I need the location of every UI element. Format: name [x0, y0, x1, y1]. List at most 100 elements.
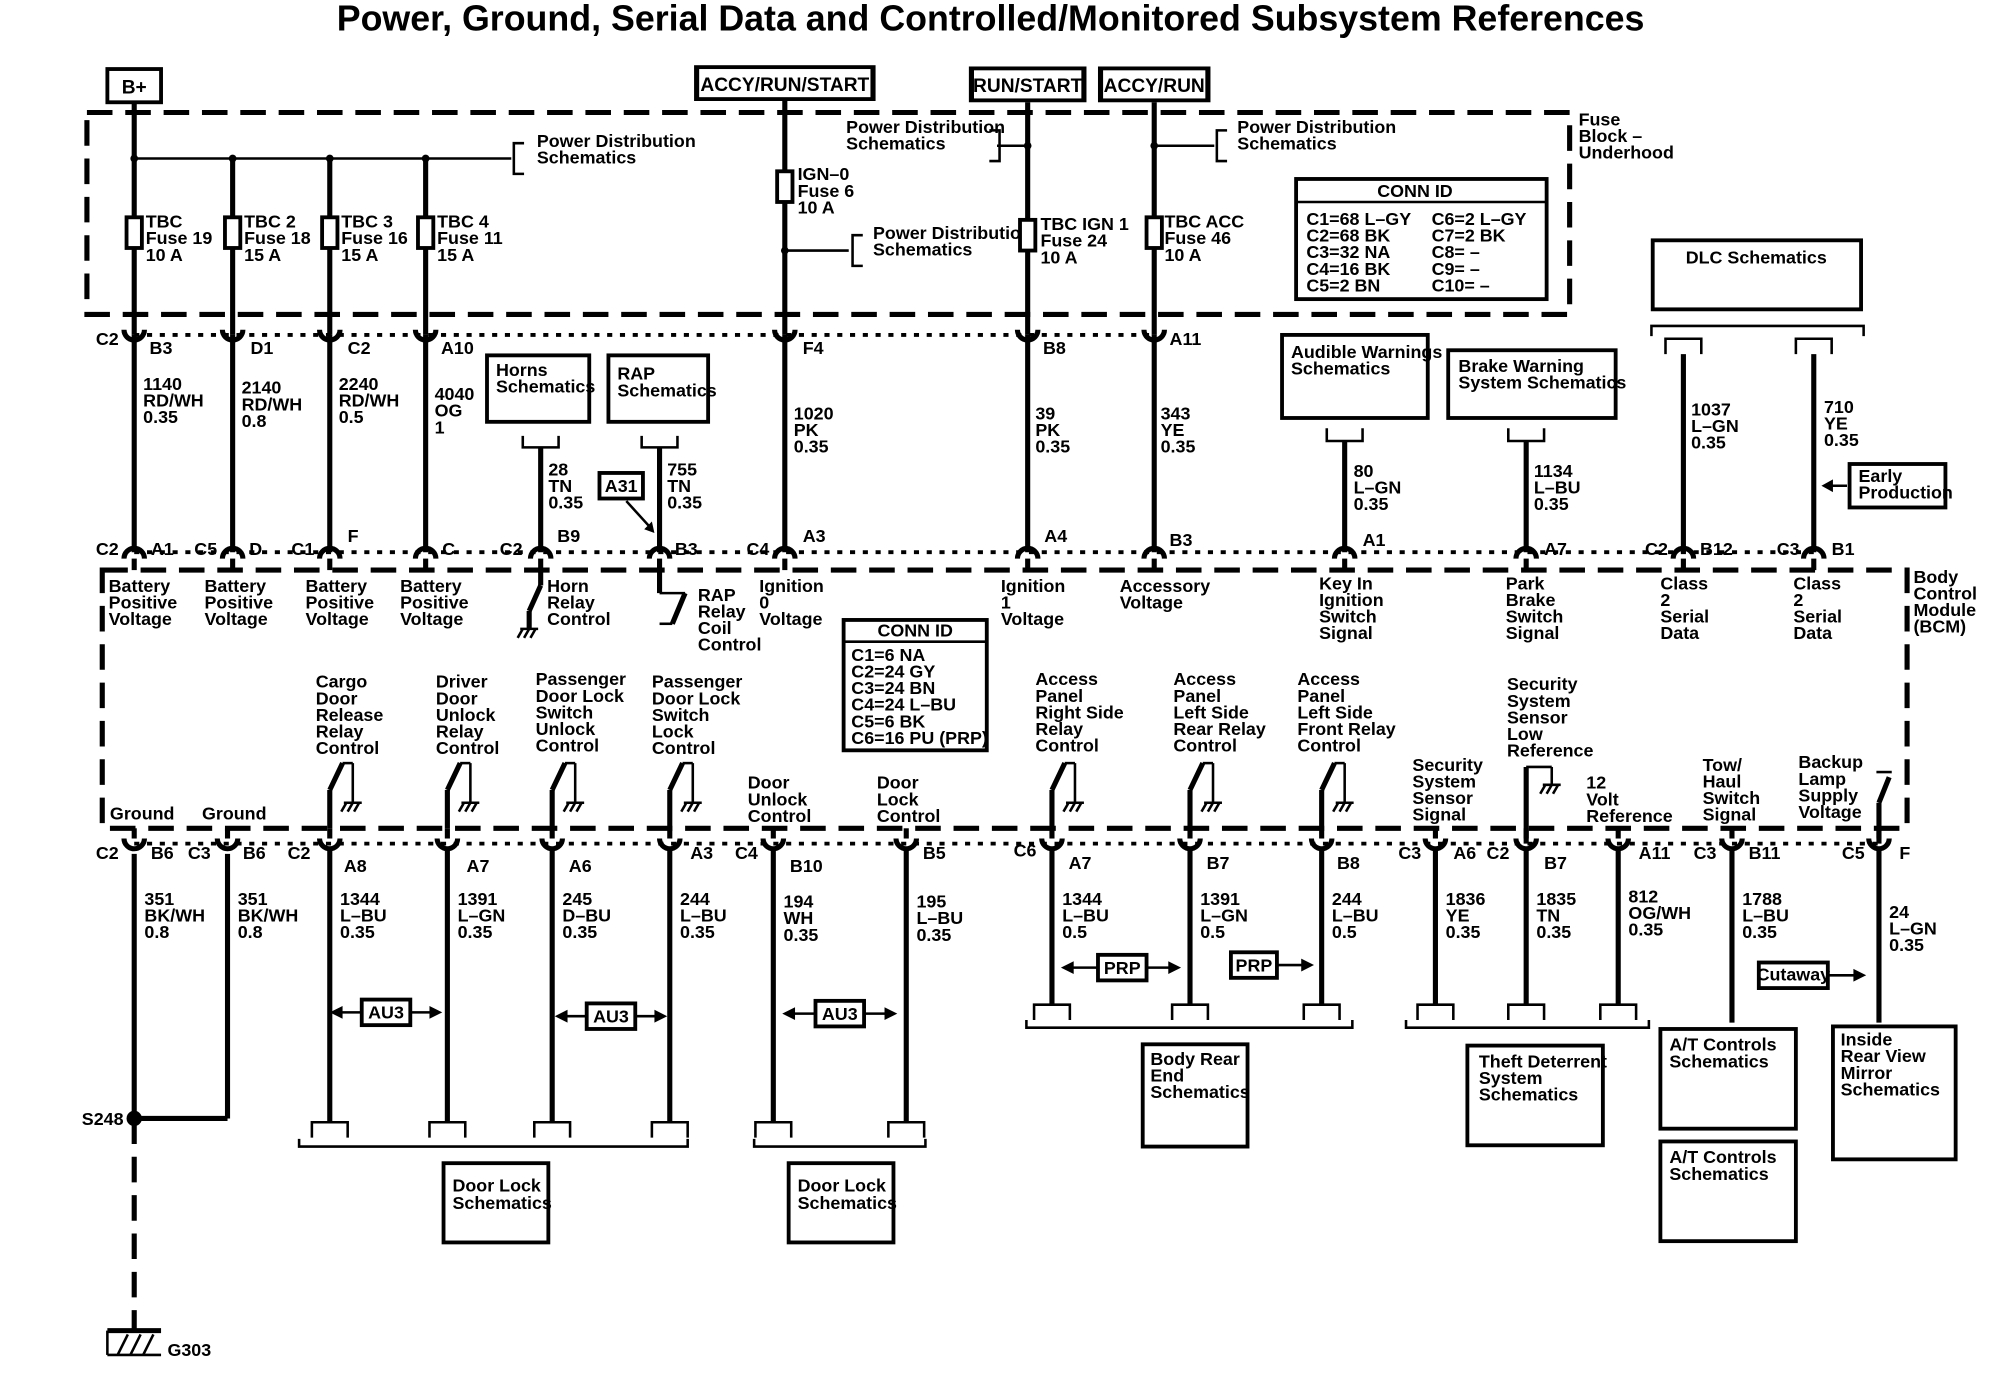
- svg-text:Fuse 19: Fuse 19: [146, 228, 213, 248]
- svg-text:C5=6 BK: C5=6 BK: [851, 711, 925, 731]
- svg-text:2: 2: [1793, 590, 1803, 610]
- wire-label-line: WH: [784, 908, 814, 928]
- svg-text:A11: A11: [1170, 329, 1202, 349]
- wire-1134: 1134 L–BU 0.35: [1534, 461, 1581, 514]
- svg-text:B7: B7: [1544, 853, 1567, 873]
- svg-text:Control: Control: [1297, 736, 1361, 756]
- svg-text:10 A: 10 A: [146, 245, 183, 265]
- svg-text:Right Side: Right Side: [1035, 702, 1123, 722]
- svg-text:A11: A11: [1639, 843, 1671, 863]
- bcm-output-tow-haul: Tow/ Haul Switch Signal: [1703, 755, 1761, 825]
- svg-text:Lock: Lock: [652, 722, 694, 742]
- horn-relay-control: Horn Relay Control: [516, 570, 611, 639]
- fuse-block-outline: [84, 109, 1573, 318]
- connector-fork: [533, 1121, 572, 1138]
- wire-label-line: 1788: [1742, 889, 1782, 909]
- svg-text:Access: Access: [1297, 669, 1360, 689]
- svg-text:Horns: Horns: [496, 360, 548, 380]
- svg-text:2: 2: [1660, 590, 1670, 610]
- svg-text:Door: Door: [316, 688, 358, 708]
- svg-text:Access: Access: [1173, 669, 1236, 689]
- svg-text:Schematics: Schematics: [1479, 1085, 1578, 1105]
- svg-text:Panel: Panel: [1035, 686, 1083, 706]
- fuse-tbc3-16: TBC 3 Fuse 16 15 A: [320, 212, 408, 265]
- connector-bracket: [297, 1138, 689, 1148]
- svg-text:Battery: Battery: [205, 576, 267, 596]
- svg-text:C4=24 L–BU: C4=24 L–BU: [851, 695, 956, 715]
- svg-text:Left Side: Left Side: [1173, 702, 1249, 722]
- svg-text:Underhood: Underhood: [1579, 143, 1674, 163]
- option-tag-early-production: Early Production: [1821, 462, 1953, 510]
- svg-text:39: 39: [1035, 403, 1055, 423]
- svg-text:Positive: Positive: [109, 592, 178, 612]
- security-low-ref-ground: [1523, 765, 1561, 844]
- wire-label-line: OG/WH: [1628, 903, 1691, 923]
- svg-text:Supply: Supply: [1798, 785, 1858, 805]
- svg-text:15 A: 15 A: [341, 245, 378, 265]
- svg-text:B6: B6: [243, 843, 266, 863]
- wire-label-line: 1391: [458, 889, 498, 909]
- svg-text:Signal: Signal: [1703, 805, 1757, 825]
- brake-warning-schematics-ref: Brake Warning System Schematics: [1446, 348, 1626, 420]
- fuse-ign0-6: IGN–0 Fuse 6 10 A: [775, 164, 855, 217]
- svg-text:D1: D1: [251, 338, 274, 358]
- svg-text:Module: Module: [1913, 600, 1976, 620]
- low-side-switch: [327, 761, 362, 829]
- fuse-tbc-acc-46: TBC ACC Fuse 46 10 A: [1144, 212, 1244, 265]
- svg-text:0: 0: [759, 592, 769, 612]
- svg-text:Release: Release: [316, 705, 384, 725]
- wire-label-line: BK/WH: [238, 906, 299, 926]
- bcm-output-access-left-front: Access Panel Left Side Front Relay Contr…: [1297, 669, 1395, 755]
- bcm-bottom-pin: [1513, 838, 1539, 852]
- bcm-bottom-connectors: C2 B6 C3 B6 C2 A8 A7 A6 A3 C4 B10 B5 C6 …: [96, 828, 1910, 876]
- svg-text:PRP: PRP: [1104, 958, 1141, 978]
- svg-text:Control: Control: [436, 738, 500, 758]
- svg-text:Schematics: Schematics: [496, 376, 595, 396]
- svg-text:Battery: Battery: [305, 576, 367, 596]
- svg-text:Fuse 6: Fuse 6: [798, 181, 855, 201]
- svg-text:Voltage: Voltage: [1001, 609, 1064, 629]
- bcm-output-door-unlock: Door Unlock Control: [748, 773, 812, 826]
- svg-text:Door: Door: [436, 688, 478, 708]
- svg-text:B3: B3: [1170, 530, 1193, 550]
- wire-label-line: 0.5: [1062, 922, 1087, 942]
- svg-text:OG: OG: [435, 401, 463, 421]
- svg-text:Door: Door: [877, 773, 919, 793]
- svg-text:C6=16 PU (PRP): C6=16 PU (PRP): [851, 728, 988, 748]
- power-label-accy-run-start: ACCY/RUN/START: [694, 65, 876, 101]
- svg-text:710: 710: [1824, 397, 1854, 417]
- svg-text:ACCY/RUN: ACCY/RUN: [1104, 76, 1205, 97]
- wire-1140: 1140 RD/WH 0.35: [143, 374, 204, 427]
- svg-text:Ignition: Ignition: [1001, 576, 1066, 596]
- svg-text:Sensor: Sensor: [1507, 707, 1568, 727]
- audible-warnings-schematics-ref: Audible Warnings Schematics: [1280, 332, 1442, 420]
- wire-label-line: 1836: [1446, 889, 1486, 909]
- svg-text:Voltage: Voltage: [759, 609, 822, 629]
- svg-text:B+: B+: [122, 77, 147, 98]
- connector-bracket: [1404, 1020, 1651, 1029]
- bcm-input-battery-1: Battery Positive Voltage: [109, 576, 178, 629]
- lower-wire-label: 24L–GN0.35: [1889, 902, 1937, 955]
- svg-text:Ignition: Ignition: [1319, 590, 1384, 610]
- svg-text:Reference: Reference: [1507, 741, 1594, 761]
- bcm-bottom-pin: [316, 838, 343, 852]
- svg-text:L–GN: L–GN: [1691, 416, 1739, 436]
- wire-label-line: 1344: [1062, 889, 1102, 909]
- svg-text:1020: 1020: [794, 403, 834, 423]
- svg-text:B12: B12: [1700, 539, 1733, 559]
- bcm-bottom-pin: [1177, 838, 1203, 852]
- svg-text:C2: C2: [1487, 843, 1510, 863]
- svg-text:TBC: TBC: [146, 212, 183, 232]
- svg-text:B3: B3: [675, 539, 698, 559]
- svg-text:Tow/: Tow/: [1703, 755, 1742, 775]
- svg-text:4040: 4040: [435, 384, 475, 404]
- bcm-output-security-signal: Security System Sensor Signal: [1412, 755, 1483, 825]
- svg-text:Fuse 11: Fuse 11: [437, 228, 503, 248]
- svg-text:Cargo: Cargo: [316, 672, 368, 692]
- option-tag-prp-1: PRP: [1060, 952, 1182, 983]
- wire-1037: 1037 L–GN 0.35: [1691, 399, 1739, 452]
- wire-label-line: 351: [144, 889, 174, 909]
